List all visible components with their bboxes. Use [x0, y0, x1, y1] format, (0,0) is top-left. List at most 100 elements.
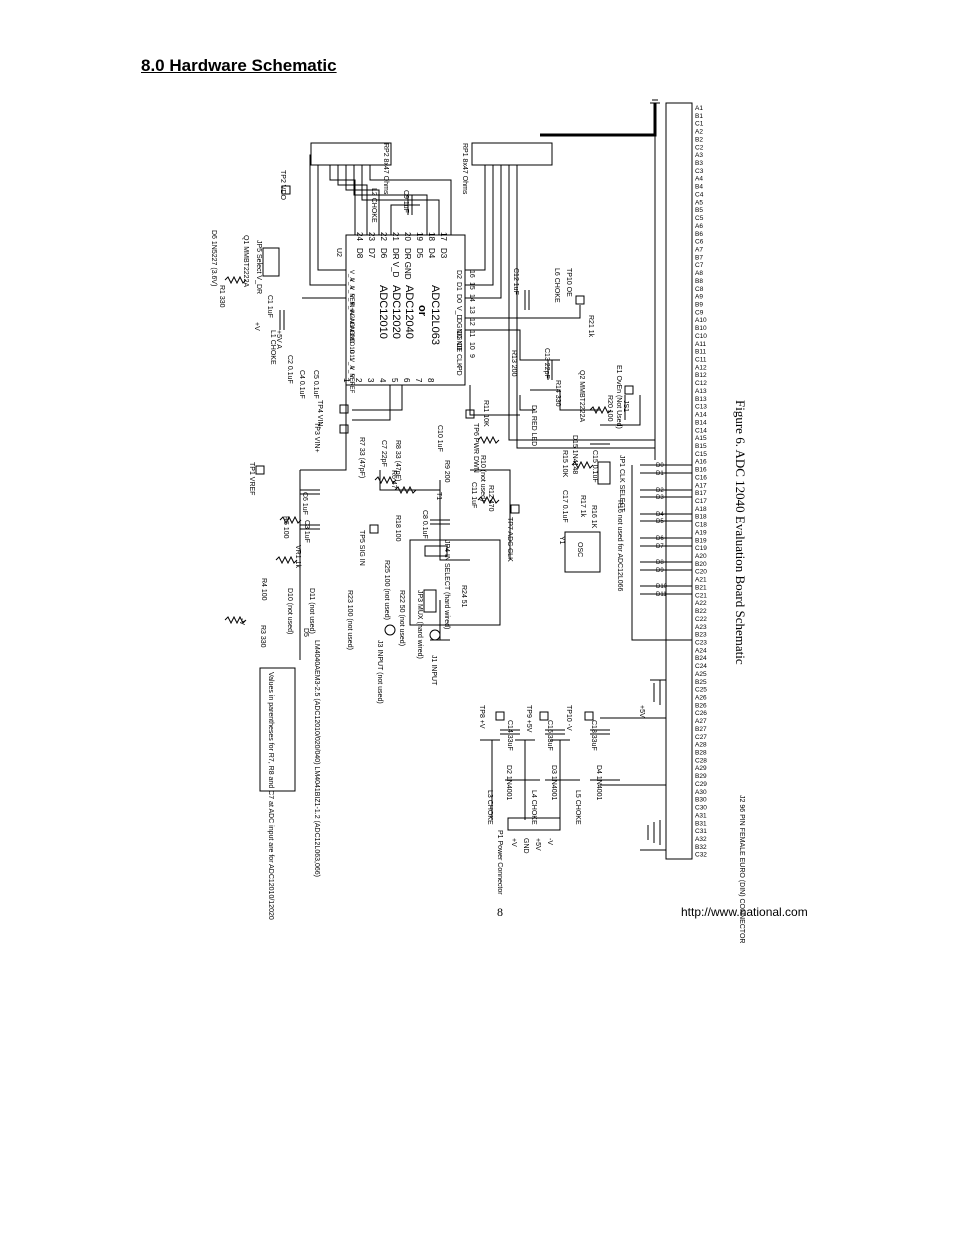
- label-r9: R9 200: [443, 460, 450, 483]
- chip-top-pin-number: 18: [427, 232, 436, 241]
- label-y1: Y1: [558, 536, 565, 545]
- label-rp2: RP2 8x47 Ohms: [382, 143, 389, 195]
- label-r12: R12 470: [487, 485, 494, 512]
- connector-pin-label: B31: [695, 820, 707, 827]
- connector-pin-label: B4: [695, 184, 703, 191]
- chip-left-pin-label: AGND: [348, 326, 354, 344]
- chip-right-pin-label: DGND: [455, 318, 462, 339]
- connector-pin-label: A18: [695, 506, 707, 513]
- connector-pin-label: C25: [695, 687, 707, 694]
- connector-pin-label: B22: [695, 608, 707, 615]
- label-c15: C15 0.1uF: [591, 450, 598, 483]
- label-c1: C1 1uF: [266, 295, 273, 318]
- label-q1: Q1 MMBT2222A: [242, 235, 249, 287]
- bus-label: D0: [656, 463, 664, 469]
- connector-pin-label: C7: [695, 262, 704, 269]
- label-c5: C5 0.1uF: [312, 370, 319, 399]
- chip-right-pin-label: CLK: [455, 354, 462, 368]
- chip-left-pin-label: AGND: [348, 310, 354, 328]
- label-tp8: TP8 +V: [478, 705, 485, 729]
- connector-pin-label: C5: [695, 215, 704, 222]
- adc-chip-body: [345, 234, 466, 386]
- connector-j2-body: [665, 102, 693, 860]
- chip-top-pin-number: 23: [367, 232, 376, 241]
- label-r5: R5 100: [282, 516, 289, 539]
- label-jp4: JP4 IN SELECT (hard wired): [443, 540, 450, 629]
- label-tp4: TP4 VIN-: [316, 400, 323, 429]
- connector-pin-label: A7: [695, 246, 703, 253]
- chip-left-pin-label: V_IN+: [348, 294, 354, 311]
- connector-pin-label: B25: [695, 679, 707, 686]
- label-tp2: TP2 VDO: [279, 170, 286, 201]
- connector-pin-label: A15: [695, 435, 707, 442]
- chip-bottom-pin-number: 7: [414, 378, 423, 383]
- power-connector-pin-label: +V: [510, 838, 517, 847]
- connector-pin-label: B15: [695, 443, 707, 450]
- label-r6: R6 47: [390, 470, 397, 489]
- chip-top-pin-number: 22: [379, 232, 388, 241]
- chip-left-pin-label: V_A: [348, 278, 354, 289]
- connector-pin-label: B29: [695, 773, 707, 780]
- bus-label: D5: [656, 519, 664, 525]
- connector-pin-label: C12: [695, 380, 707, 387]
- connector-pin-label: B18: [695, 514, 707, 521]
- connector-pin-label: C4: [695, 191, 704, 198]
- connector-pin-label: C30: [695, 805, 707, 812]
- label-c18: C18 33uF: [590, 720, 597, 751]
- label-plus5va: +5V A: [275, 330, 282, 349]
- chip-bottom-pin-number: 4: [378, 378, 387, 383]
- label-c10: C10 1uF: [436, 425, 443, 452]
- connector-pin-label: B1: [695, 113, 703, 120]
- connector-pin-label: A14: [695, 412, 707, 419]
- label-l1: L1 CHOKE: [269, 330, 276, 365]
- chip-right-pin-number: 15: [468, 282, 475, 290]
- connector-pin-label: B26: [695, 702, 707, 709]
- chip-right-pin-label: D1: [455, 282, 462, 291]
- label-note-box: Values in parentheses for R7, R8 and C7 …: [267, 672, 274, 920]
- label-r11: R11 10K: [482, 400, 489, 427]
- connector-pin-label: C2: [695, 144, 704, 151]
- connector-pin-label: B23: [695, 632, 707, 639]
- connector-pin-label: A8: [695, 270, 703, 277]
- label-tp5: TP5 SIG IN: [358, 530, 365, 566]
- label-r15: R15 10K: [561, 450, 568, 478]
- connector-pin-label: B30: [695, 797, 707, 804]
- power-connector-pin-label: +5V: [534, 838, 541, 851]
- connector-pin-label: C8: [695, 286, 704, 293]
- label-c12: C12 1uF: [512, 268, 519, 295]
- connector-pin-label: A23: [695, 624, 707, 631]
- label-r24: R24 51: [460, 585, 467, 608]
- connector-pin-label: A31: [695, 812, 707, 819]
- note-box: [259, 667, 296, 792]
- connector-pin-label: C3: [695, 168, 704, 175]
- connector-pin-label: A11: [695, 341, 706, 348]
- label-c6: C6 1uF: [301, 492, 308, 515]
- footer-url[interactable]: http://www.national.com: [681, 905, 808, 919]
- connector-pin-label: B9: [695, 302, 703, 309]
- connector-pin-label: A25: [695, 671, 707, 678]
- connector-pin-label: A27: [695, 718, 707, 725]
- chip-left-pin-label: D9: [348, 334, 354, 342]
- connector-pin-label: A21: [695, 577, 707, 584]
- chip-part-1: ADC12010: [377, 285, 389, 339]
- page-number: 8: [497, 905, 503, 919]
- chip-bottom-pin-number: 5: [390, 378, 399, 383]
- connector-pin-label: B5: [695, 207, 703, 214]
- connector-pin-label: C11: [695, 357, 707, 364]
- connector-pin-label: A32: [695, 836, 707, 843]
- label-r7: R7 33 (47pF): [358, 437, 365, 478]
- connector-pin-label: C6: [695, 239, 704, 246]
- connector-pin-label: A16: [695, 459, 707, 466]
- label-jp1: JP1 CLK SELECT: [618, 455, 625, 513]
- label-minus-v: -V: [238, 618, 245, 625]
- bus-label: D8: [656, 560, 664, 566]
- connector-pin-label: A13: [695, 388, 707, 395]
- chip-right-pin-label: PD: [455, 366, 462, 376]
- label-r10: R10 (not used): [479, 455, 486, 501]
- label-d6: D6 1N5227 (3.6V): [210, 230, 217, 286]
- connector-pin-label: C22: [695, 616, 707, 623]
- connector-pin-label: B12: [695, 372, 707, 379]
- label-r18: R18 100: [394, 515, 401, 542]
- chip-right-pin-label: D2: [455, 270, 462, 279]
